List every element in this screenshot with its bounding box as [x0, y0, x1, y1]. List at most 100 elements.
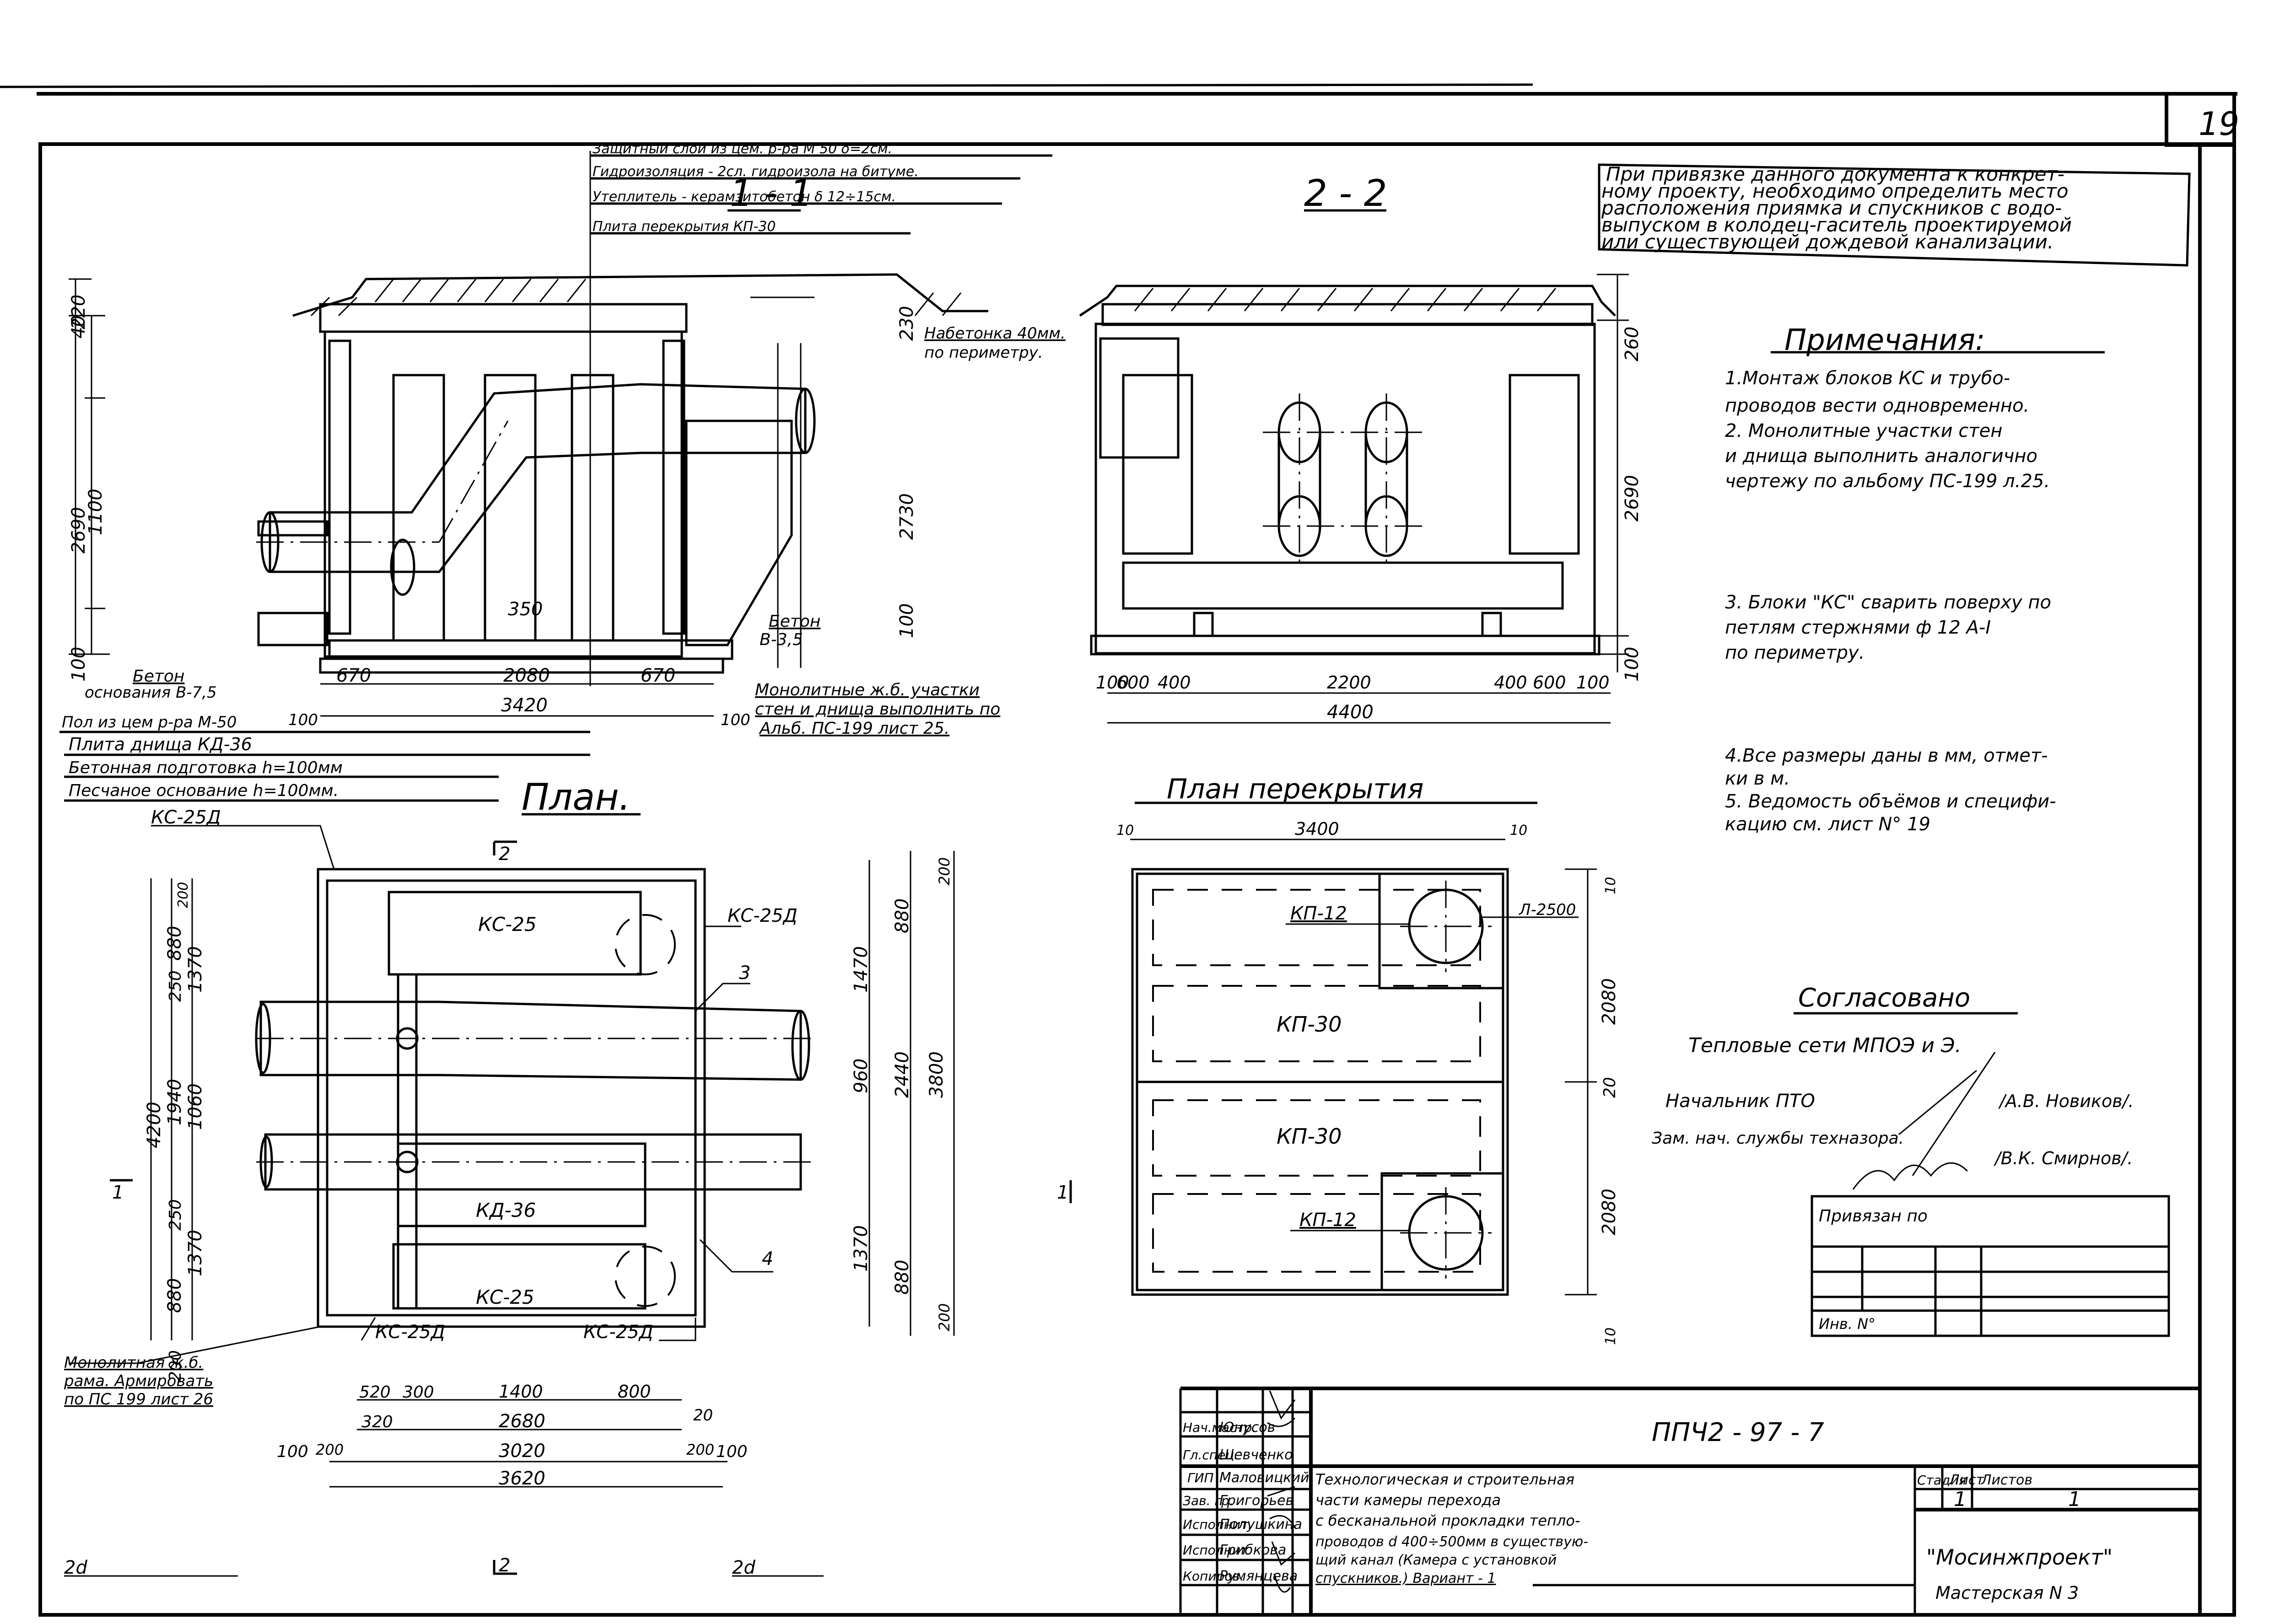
dim-label: 520	[359, 1383, 391, 1402]
dim-label: 880	[164, 1278, 185, 1313]
dim-label: 880	[892, 898, 913, 933]
dim-label: 1940	[164, 1079, 185, 1125]
plan-monolith-note: Монолитная ж.б.	[64, 1354, 203, 1372]
sheets-label: Листов	[1981, 1472, 2032, 1488]
dim-label: 230	[896, 306, 917, 341]
dim-label: 1400	[499, 1382, 543, 1402]
dim-label: 100	[716, 1442, 748, 1461]
layer-label: Утеплитель - керамзитобетон δ 12÷15см.	[593, 189, 896, 205]
dim-label: 20	[693, 1406, 713, 1425]
dim-label: 800	[618, 1382, 651, 1402]
dim-label: 2080	[1599, 1188, 1620, 1235]
dim-label: 10	[1603, 877, 1619, 894]
dim-label: 1370	[185, 1230, 206, 1276]
dim-label: 100	[277, 1442, 308, 1461]
section-2-2-drawing	[1079, 285, 1616, 656]
callout-label: КС-25Д	[728, 905, 798, 926]
staff-role: ГИП	[1187, 1470, 1214, 1485]
plan-drawing	[64, 825, 1072, 1577]
dim-label: 100	[1576, 672, 1610, 693]
staff-role: Копиров.	[1183, 1569, 1244, 1584]
binding-note-line: выпуском в колодец-гаситель проектируемо…	[1601, 214, 2072, 236]
dim-label: 200	[175, 882, 191, 908]
dim-label: 3800	[926, 1051, 947, 1098]
mortar-label: Пол из цем р-ра М-50	[62, 713, 237, 731]
layer-label: Гидроизоляция - 2сл. гидроизола на битум…	[593, 164, 919, 180]
callout-label: КС-25Д	[583, 1322, 653, 1343]
dim-label: 100	[288, 711, 318, 729]
dim-label: 1100	[85, 489, 106, 535]
note-line: 5. Ведомость объёмов и специфи-	[1725, 791, 2056, 812]
dim-label: 100	[721, 711, 750, 729]
dim-label: 400	[1494, 672, 1527, 693]
plan-monolith-note: по ПС 199 лист 26	[64, 1390, 213, 1409]
slab-label: КП-30	[1277, 1012, 1342, 1037]
binding-note-line: ному проекту, необходимо определить мест…	[1601, 180, 2069, 202]
section-mark: 1	[1057, 1182, 1068, 1203]
staff-name: Юнусов	[1219, 1420, 1275, 1436]
dim-label: 670	[641, 665, 675, 686]
description-line: с бесканальной прокладки тепло-	[1315, 1512, 1580, 1529]
staff-name: Румянцева	[1219, 1568, 1298, 1584]
slab-plan-drawing	[1130, 839, 1597, 1296]
binding-table-title: Привязан по	[1819, 1207, 1928, 1226]
dim-label: 10	[1510, 823, 1527, 839]
callout-label: 4	[762, 1248, 773, 1269]
approval-title: Согласовано	[1798, 983, 1970, 1013]
note-line: 4.Все размеры даны в мм, отмет-	[1725, 745, 2048, 766]
description-line: Технологическая и строительная	[1315, 1471, 1574, 1488]
dim-label: 1370	[851, 1225, 872, 1272]
binding-note-line: или существующей дождевой канализации.	[1601, 231, 2053, 253]
bottom-layer-label: Песчаное основание h=100мм.	[69, 781, 339, 800]
bottom-layer-label: Плита днища КД-36	[69, 734, 252, 754]
block-label: КД-36	[476, 1199, 536, 1221]
scan-top-line	[0, 83, 1533, 88]
dim-label: 960	[851, 1059, 872, 1093]
dim-label: 2080	[1599, 978, 1620, 1025]
hatch-label: Л-2500	[1518, 901, 1576, 919]
concrete-label: В-3,5	[760, 630, 803, 649]
approval-role: Зам. нач. службы техназора.	[1652, 1129, 1904, 1148]
dim-label: 100	[896, 603, 917, 638]
bottom-layer-label: Бетонная подготовка h=100мм	[69, 758, 343, 777]
sheet-label: Лист	[1949, 1472, 1985, 1488]
approval-org: Тепловые сети МПОЭ и Э.	[1688, 1034, 1962, 1057]
slab-plan-title: План перекрытия	[1167, 773, 1423, 805]
section-1-1-title: 1 - 1	[730, 172, 813, 215]
section-mark: 1	[112, 1182, 124, 1203]
sheet-corner-box	[2165, 92, 2236, 147]
monolith-note: стен и днища выполнить по	[755, 700, 1000, 719]
dim-label: 10	[1116, 823, 1134, 839]
concreting-label: Набетонка 40мм.	[924, 324, 1066, 343]
section-2-2-title: 2 - 2	[1304, 172, 1387, 215]
dim-label: 1060	[185, 1083, 206, 1130]
title-block-staff: Нач.мастр. Юнусов Гл.спец. Шевченко ГИП …	[1183, 1420, 1310, 1584]
sheet-corner-number: 19	[2199, 105, 2239, 143]
workshop-name: Мастерская N 3	[1935, 1583, 2079, 1603]
slab-label: КП-12	[1290, 903, 1347, 924]
plan-dimensions	[150, 851, 955, 1488]
dim-label: 200	[936, 857, 953, 885]
dim-label: 200	[316, 1441, 344, 1458]
plan-title: План.	[522, 776, 631, 818]
section-mark: 2	[499, 1555, 510, 1576]
note-line: чертежу по альбому ПС-199 л.25.	[1725, 471, 2050, 492]
staff-role: Зав. гр.	[1183, 1493, 1234, 1508]
note-line: 3. Блоки "КС" сварить поверху по	[1725, 592, 2051, 613]
dim-label: 600	[1533, 672, 1566, 693]
staff-role: Исполнит.	[1183, 1517, 1252, 1532]
section-mark: 2	[499, 844, 510, 865]
callout-label: КС-25Д	[151, 807, 221, 828]
dim-label: 20	[1601, 1077, 1619, 1098]
concrete-label: Бетон	[769, 612, 820, 631]
dim-label: 400	[1158, 672, 1191, 693]
description-line: спускников.) Вариант - 1	[1315, 1570, 1496, 1586]
dim-label: 200	[686, 1441, 714, 1458]
approval-name: /А.В. Новиков/.	[1998, 1091, 2134, 1111]
dim-label: 4400	[1327, 702, 1374, 723]
dim-label: 2080	[503, 665, 550, 686]
section-2-2-dimensions	[1107, 274, 1629, 724]
note-line: 2. Монолитные участки стен	[1725, 420, 2002, 441]
dim-label: 880	[892, 1260, 913, 1295]
